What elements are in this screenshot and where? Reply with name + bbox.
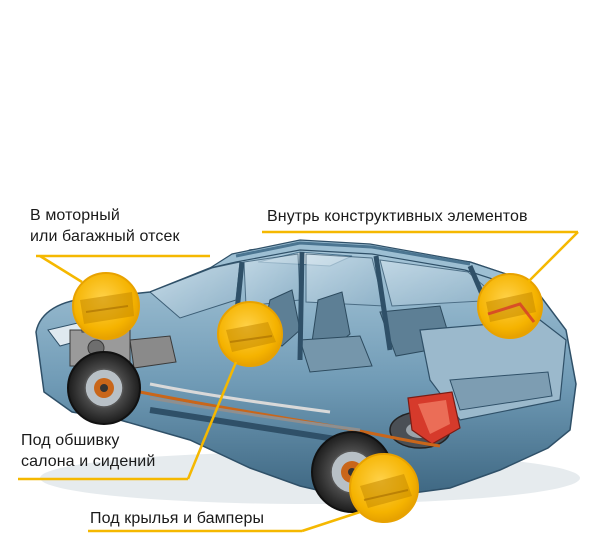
- callout-interior: Под обшивку салона и сидений: [21, 430, 155, 472]
- callout-fenders: Под крылья и бамперы: [90, 510, 265, 527]
- callout-interior-line1: Под обшивку: [21, 432, 120, 449]
- leader-structural-diag: [527, 231, 579, 283]
- spot-interior: [217, 301, 283, 367]
- undercarriage-lines: [139, 382, 441, 448]
- side-window-rear: [305, 253, 385, 307]
- spot-structural: [477, 273, 543, 339]
- callout-structural: Внутрь конструктивных элементов: [267, 208, 528, 225]
- callout-engine-bay-line2: или багажный отсек: [30, 228, 180, 245]
- callout-engine-bay: В моторный или багажный отсек: [30, 205, 180, 247]
- leader-lines: [18, 230, 579, 533]
- callout-engine-bay-line1: В моторный: [30, 207, 120, 224]
- roof-rail: [235, 241, 471, 266]
- leader-engine-bay-diag: [39, 254, 83, 284]
- spot-engine-bay: [72, 272, 140, 340]
- trunk-floor-detail: [449, 371, 553, 411]
- callout-interior-line2: салона и сидений: [21, 453, 156, 470]
- leader-interior-diag: [186, 361, 238, 480]
- leader-fenders-diag: [301, 510, 361, 533]
- front-wheel: [67, 351, 141, 425]
- spot-fenders: [349, 453, 419, 523]
